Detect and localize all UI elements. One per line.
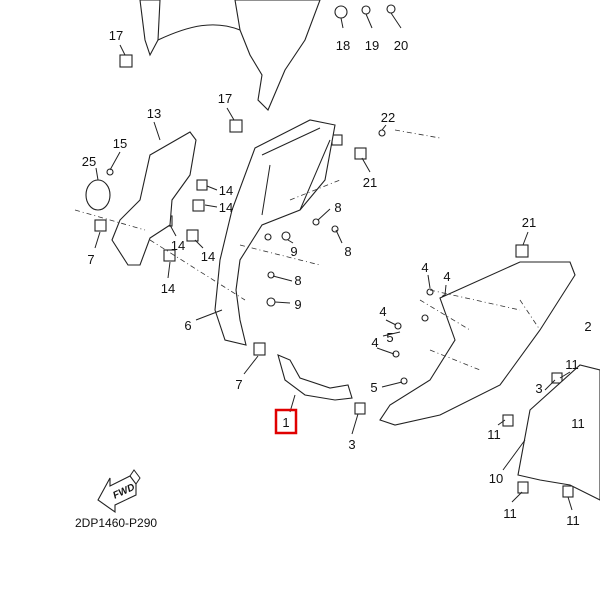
callout-5: 5 <box>370 380 377 395</box>
callout-11: 11 <box>487 427 501 442</box>
callout-14: 14 <box>201 249 215 264</box>
callout-18: 18 <box>336 38 350 53</box>
callout-13: 13 <box>147 106 161 121</box>
callout-11: 11 <box>566 513 580 528</box>
callout-14: 14 <box>171 238 185 253</box>
callout-2: 2 <box>584 319 591 334</box>
callout-20: 20 <box>394 38 408 53</box>
callout-25: 25 <box>82 154 96 169</box>
callout-19: 19 <box>365 38 379 53</box>
fwd-arrow-icon: FWD <box>97 469 141 514</box>
callout-8: 8 <box>294 273 301 288</box>
callout-labels: 17 18 19 20 17 13 22 15 25 21 14 14 8 14… <box>82 28 592 528</box>
callout-4: 4 <box>371 335 378 350</box>
callout-11: 11 <box>571 416 585 431</box>
callout-3: 3 <box>348 437 355 452</box>
callout-7: 7 <box>235 377 242 392</box>
callout-9: 9 <box>294 297 301 312</box>
callout-5: 5 <box>386 330 393 345</box>
callout-4: 4 <box>443 269 450 284</box>
panel-part-6 <box>214 119 336 346</box>
side-cover-part-2 <box>379 261 576 426</box>
callout-11: 11 <box>503 506 517 521</box>
bracket-part-1 <box>277 354 353 401</box>
callout-1[interactable]: 1 <box>282 415 289 430</box>
callout-21: 21 <box>363 175 377 190</box>
callout-17: 17 <box>109 28 123 43</box>
bracket-part-13 <box>85 131 197 266</box>
callout-14: 14 <box>219 183 233 198</box>
callout-17: 17 <box>218 91 232 106</box>
callout-22: 22 <box>381 110 395 125</box>
highlighted-callout-1[interactable]: 1 <box>274 408 298 435</box>
callout-3: 3 <box>535 381 542 396</box>
upper-cover-part <box>139 0 321 111</box>
callout-15: 15 <box>113 136 127 151</box>
callout-10: 10 <box>489 471 503 486</box>
callout-14: 14 <box>219 200 233 215</box>
callout-4: 4 <box>379 304 386 319</box>
callout-21: 21 <box>522 215 536 230</box>
diagram-code: 2DP1460-P290 <box>75 516 157 530</box>
callout-9: 9 <box>290 244 297 259</box>
panel-part-10 <box>517 364 600 501</box>
callout-4: 4 <box>421 260 428 275</box>
callout-8: 8 <box>334 200 341 215</box>
callout-11: 11 <box>565 357 579 372</box>
leader-lines <box>74 12 573 511</box>
callout-6: 6 <box>184 318 191 333</box>
callout-7: 7 <box>87 252 94 267</box>
callout-8: 8 <box>344 244 351 259</box>
callout-14: 14 <box>161 281 175 296</box>
